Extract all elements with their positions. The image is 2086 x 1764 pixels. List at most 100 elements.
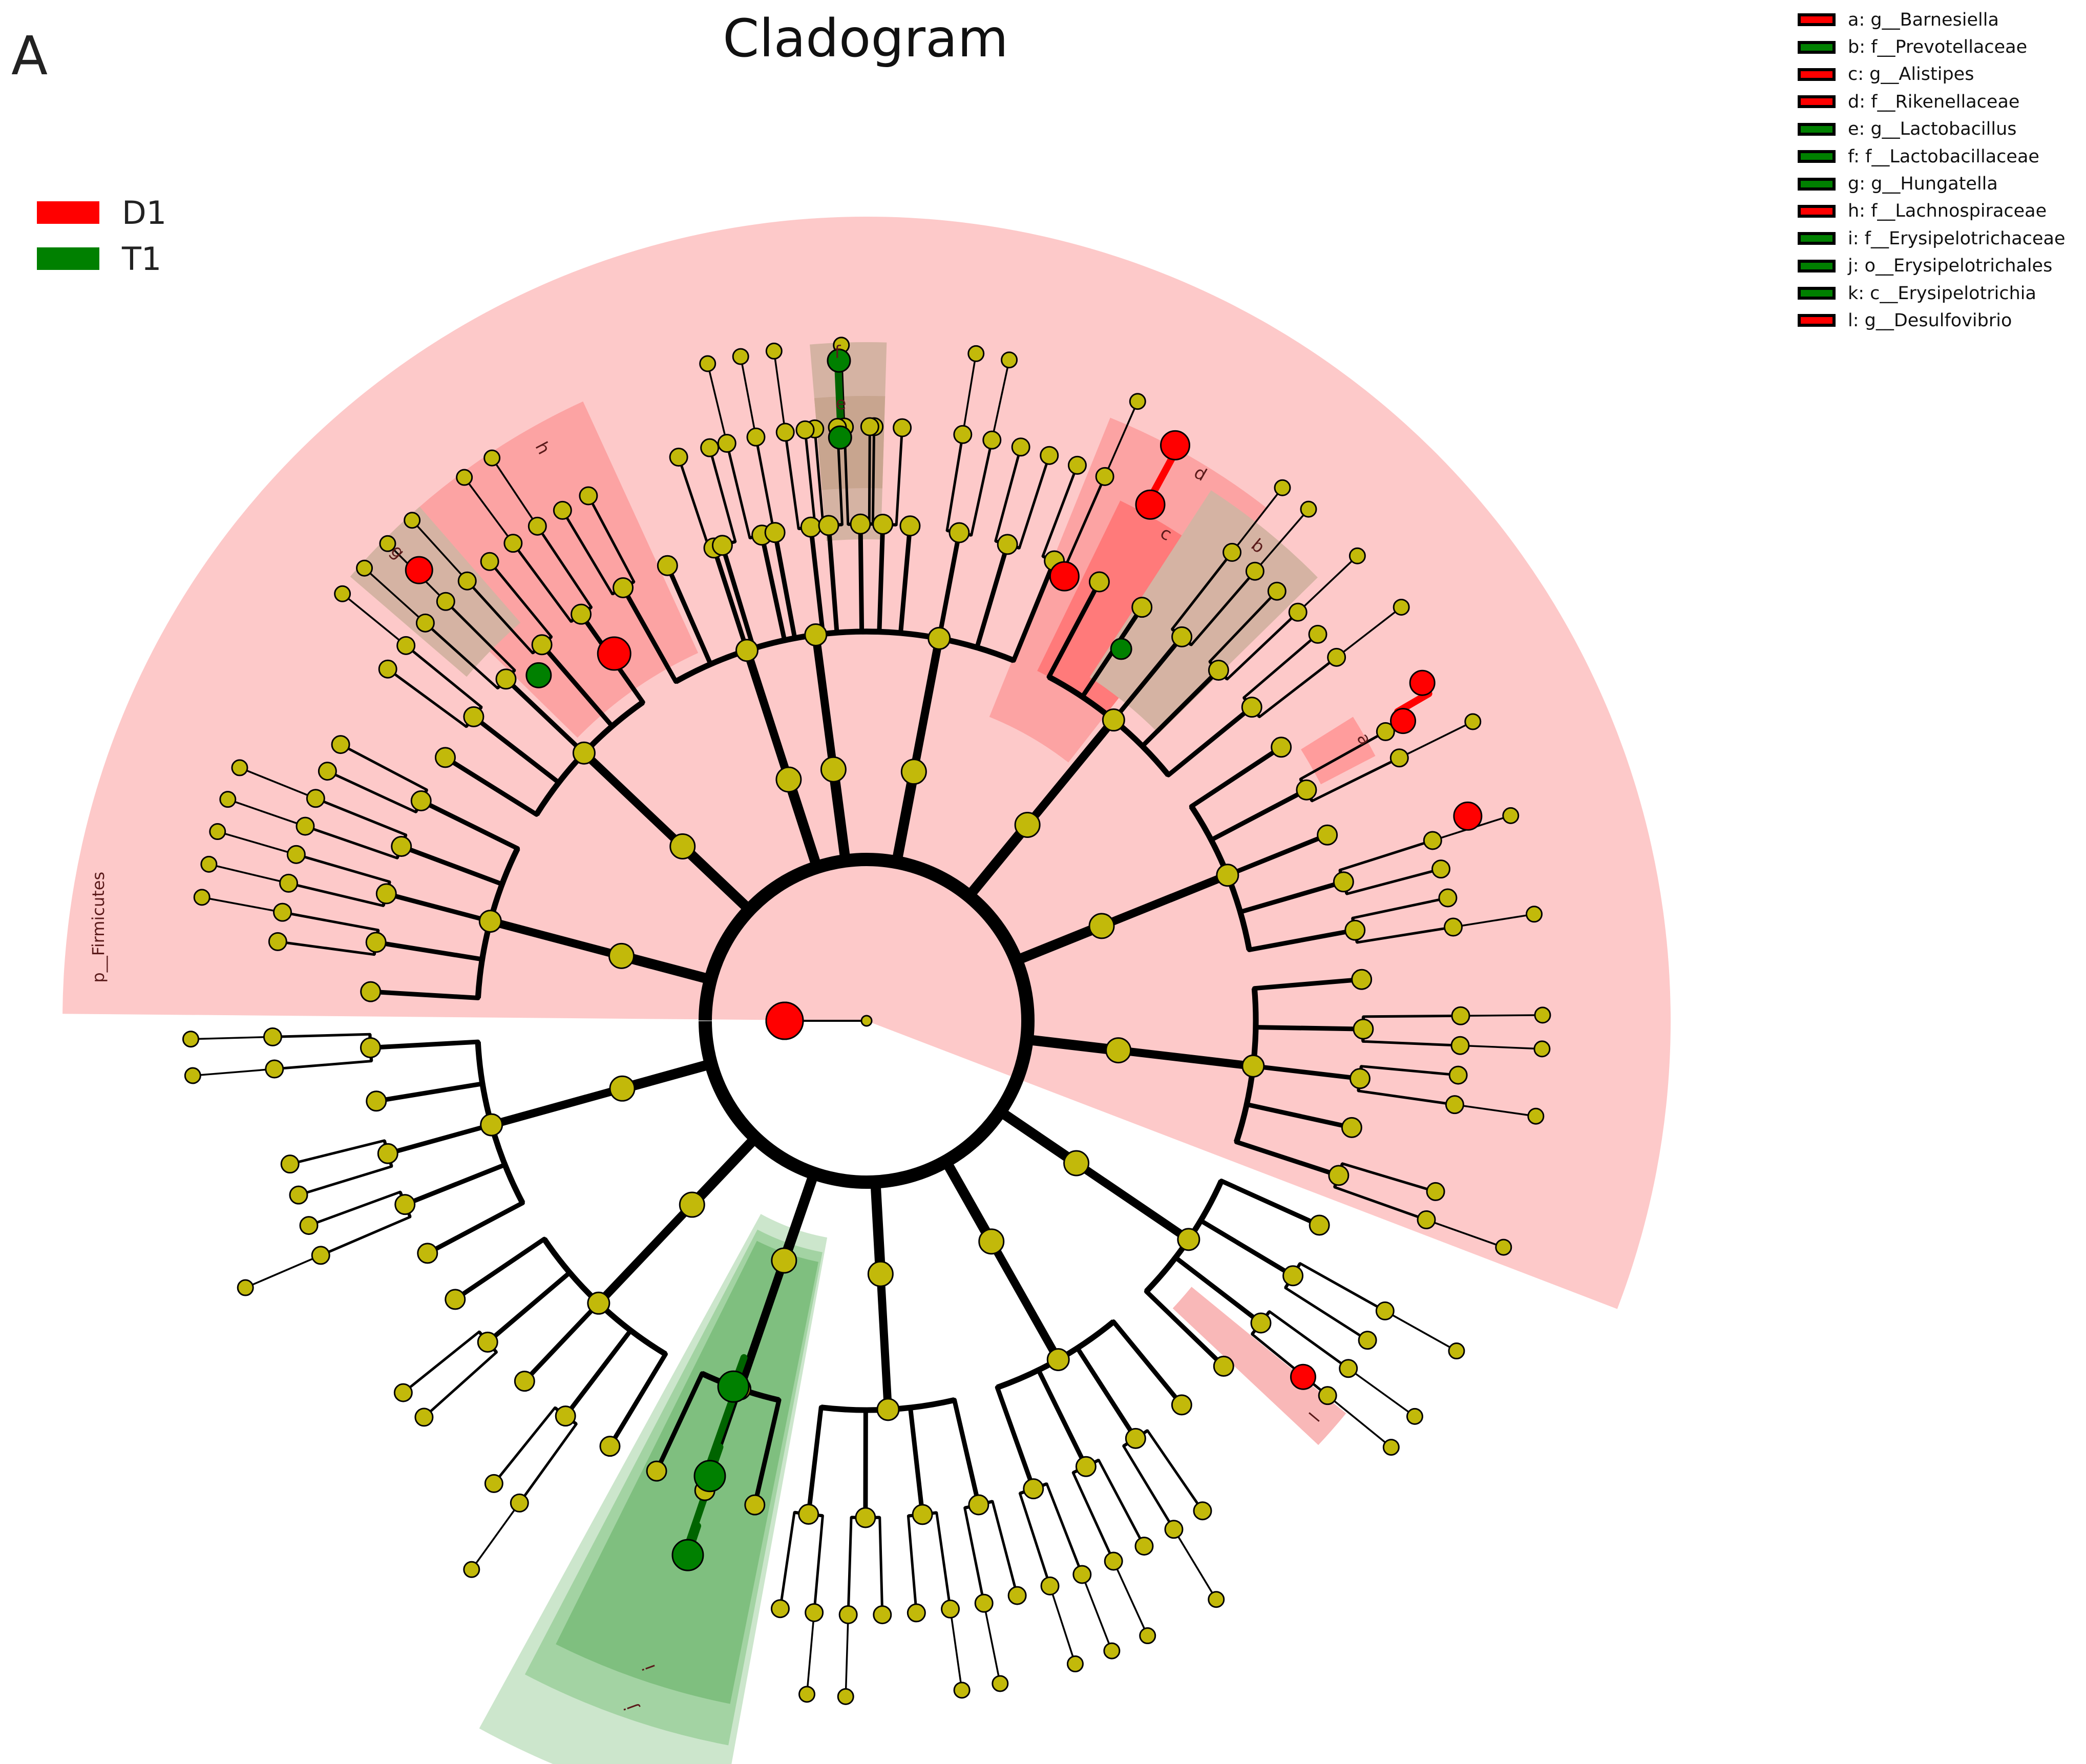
tree-branch — [1036, 1368, 1088, 1469]
tree-branch — [491, 457, 539, 528]
tree-branch — [1140, 668, 1221, 749]
tree-branch — [783, 774, 823, 873]
taxa-key-item: h: f__Lachnospiraceae — [1798, 198, 2066, 225]
tree-node — [1288, 602, 1308, 622]
tree-node — [1533, 1040, 1551, 1058]
tree-node — [378, 659, 397, 679]
group-swatch-d1 — [37, 201, 99, 224]
tree-node — [765, 342, 783, 360]
tree-branch — [845, 1613, 849, 1698]
tree-node — [318, 762, 337, 781]
tree-node — [1339, 1359, 1358, 1378]
tree-branch — [772, 530, 797, 641]
tree-node — [609, 1075, 636, 1102]
tree-branch — [987, 1237, 1063, 1364]
tree-node — [1171, 1394, 1192, 1416]
tree-branch — [363, 567, 427, 624]
tree-branch — [991, 1500, 1019, 1597]
tree-branch — [935, 1511, 952, 1610]
tree-node — [1125, 1427, 1146, 1449]
taxa-key-swatch — [1798, 177, 1836, 191]
tree-node — [366, 1090, 387, 1112]
tree-node — [410, 790, 432, 812]
tree-node — [699, 355, 717, 372]
tree-node — [394, 1194, 416, 1215]
tree-node — [949, 522, 970, 543]
taxa-key-swatch — [1798, 95, 1836, 109]
tree-node — [1290, 1363, 1316, 1390]
tree-node — [732, 348, 749, 365]
tree-node — [1164, 1520, 1184, 1539]
tree-branch — [963, 1506, 985, 1605]
tree-branch — [811, 631, 838, 774]
tree-branch — [385, 1122, 494, 1156]
tree-branch — [1251, 1333, 1329, 1397]
tree-branch — [463, 476, 514, 544]
tree-branch — [297, 1165, 393, 1196]
tree-node — [587, 1291, 610, 1315]
tree-branch — [1097, 1459, 1146, 1548]
tree-branch — [1171, 551, 1234, 631]
tree-node — [798, 1686, 816, 1703]
taxa-key-item: b: f__Prevotellaceae — [1798, 33, 2066, 60]
tree-branch — [1018, 454, 1051, 550]
tree-branch — [471, 1502, 521, 1571]
tree-node — [463, 706, 484, 727]
clade-label-e: e — [835, 393, 846, 414]
tree-node — [1443, 917, 1463, 937]
tree-node — [1438, 888, 1458, 908]
taxa-key-swatch — [1798, 68, 1836, 81]
tree-branch — [858, 521, 865, 634]
tree-node — [457, 571, 477, 591]
tree-branch — [1362, 1014, 1462, 1018]
taxa-key-label: c: g__Alistipes — [1848, 64, 1974, 85]
tree-node — [1241, 697, 1262, 718]
group-label-t1: T1 — [122, 240, 162, 278]
tree-branch — [813, 427, 825, 528]
tree-branch — [314, 797, 408, 836]
tree-branch — [373, 940, 485, 962]
tree-node — [1208, 660, 1229, 681]
tree-branch — [995, 1106, 1082, 1168]
tree-node — [1135, 489, 1166, 520]
tree-branch — [281, 911, 380, 932]
taxa-key-swatch — [1798, 204, 1836, 218]
taxa-key-swatch — [1798, 287, 1836, 300]
tree-node — [805, 1603, 824, 1622]
tree-node — [1328, 1165, 1350, 1186]
tree-branch — [991, 359, 1010, 441]
taxa-key-item: f: f__Lactobacillaceae — [1798, 143, 2066, 170]
tree-branch — [878, 1516, 884, 1616]
tree-node — [1040, 1576, 1060, 1595]
tree-branch — [418, 799, 520, 851]
tree-branch — [708, 446, 737, 543]
tree-node — [838, 1605, 858, 1624]
tree-node — [1223, 542, 1242, 562]
clade-highlight — [1089, 490, 1318, 734]
tree-node — [800, 516, 821, 538]
tree-node — [405, 556, 433, 584]
tree-node — [613, 577, 634, 599]
tree-branch — [244, 1254, 322, 1289]
tree-node — [280, 1154, 300, 1174]
tree-node — [804, 623, 828, 647]
tree-branch — [778, 1168, 819, 1266]
tree-nodes — [182, 337, 1551, 1705]
tree-branch — [1338, 839, 1434, 872]
tree-branch — [1242, 633, 1319, 699]
tree-branch — [1049, 1585, 1077, 1665]
tree-node — [1250, 1312, 1272, 1334]
tree-branch — [1064, 475, 1106, 567]
taxa-key-item: l: g__Desulfovibrio — [1798, 307, 2066, 334]
tree-node — [860, 1015, 873, 1027]
tree-node — [1376, 722, 1395, 741]
tree-branch — [945, 433, 964, 532]
tree-node — [1344, 919, 1366, 941]
tree-node — [415, 613, 435, 633]
tree-branch — [561, 509, 614, 596]
tree-branch — [1453, 1103, 1537, 1117]
tree-node — [1088, 571, 1110, 593]
tree-node — [414, 1408, 434, 1427]
taxa-key-swatch — [1798, 13, 1836, 27]
